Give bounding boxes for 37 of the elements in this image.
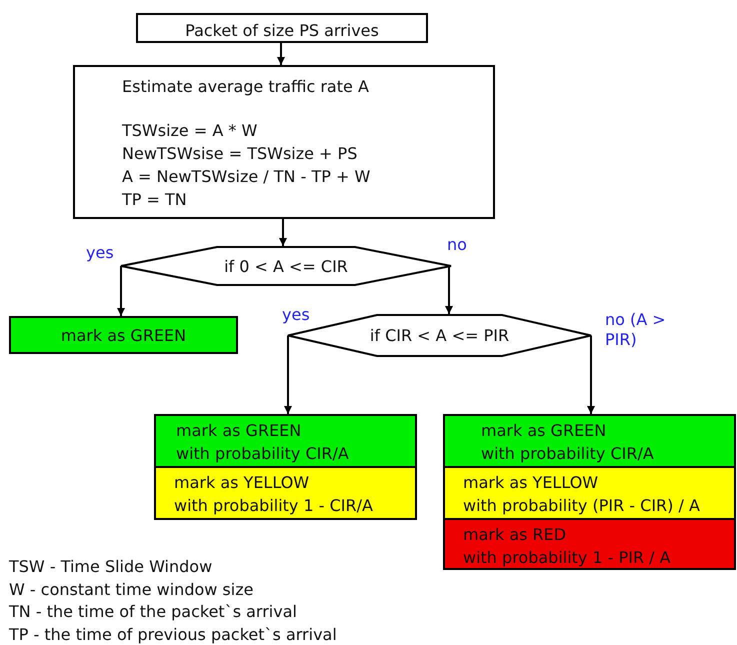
arrow: [277, 43, 285, 65]
arrow: [587, 336, 595, 414]
arrow: [284, 336, 292, 414]
process-box: [136, 13, 428, 43]
node-text: with probability 1 - CIR/A: [174, 495, 374, 517]
node-text: Estimate average traffic rate A: [122, 76, 370, 98]
legend-note: TN - the time of the packet`s arrival: [9, 602, 297, 621]
outcome-box: [9, 316, 238, 354]
node-text: NewTSWsise = TSWsize + PS: [122, 143, 358, 165]
outcome-box: [443, 414, 736, 468]
node-text: if 0 < A <= CIR: [224, 256, 348, 278]
node-text: mark as GREEN: [176, 420, 302, 442]
node-text: with probability (PIR - CIR) / A: [463, 495, 701, 517]
node-text: mark as RED: [463, 524, 568, 546]
outcome-box: [443, 466, 736, 520]
node-text: with probability 1 - PIR / A: [463, 547, 672, 569]
node-text: mark as YELLOW: [174, 472, 310, 494]
legend-note: TP - the time of previous packet`s arrival: [9, 624, 337, 644]
node-text: with probability CIR/A: [481, 443, 655, 465]
outcome-box: [154, 466, 417, 520]
node-text: Packet of size PS arrives: [184, 20, 380, 42]
node-text: if CIR < A <= PIR: [370, 325, 510, 347]
arrow: [279, 219, 287, 246]
outcome-box: [154, 414, 417, 468]
node-text: TP = TN: [122, 189, 188, 211]
legend-note: W - constant time window size: [9, 580, 254, 598]
node-text: with probability CIR/A: [176, 443, 350, 465]
node-text: A = NewTSWsize / TN - TP + W: [122, 166, 372, 188]
arrow: [445, 266, 453, 314]
node-text: TSWsize = A * W: [122, 120, 258, 142]
node-text: mark as GREEN: [60, 325, 188, 347]
outcome-box: [443, 518, 736, 570]
process-box: [73, 65, 495, 219]
node-text: mark as GREEN: [481, 420, 608, 442]
legend-note: TSW - Time Slide Window: [9, 557, 212, 576]
arrow: [117, 266, 125, 316]
node-text: mark as YELLOW: [463, 472, 600, 494]
